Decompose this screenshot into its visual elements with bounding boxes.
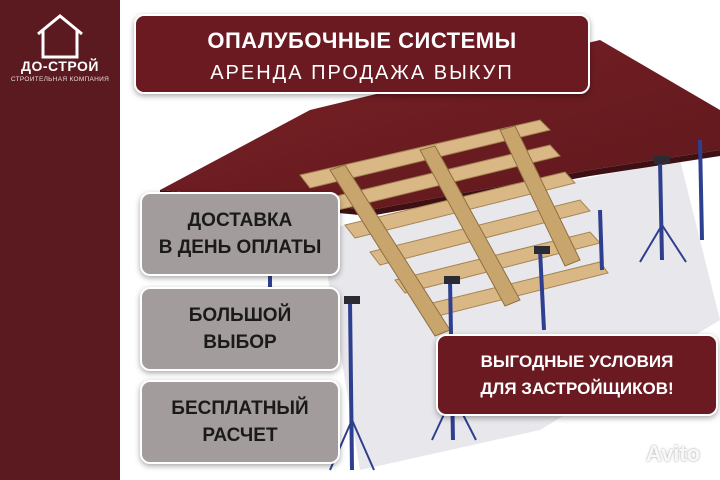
watermark-text: Avito [646,441,701,466]
brand-name: ДО-СТРОЙ [21,58,99,74]
feature-free-calculation: БЕСПЛАТНЫЙ РАСЧЕТ [140,380,340,464]
brand-tagline: СТРОИТЕЛЬНАЯ КОМПАНИЯ [10,76,110,83]
feature-line: В ДЕНЬ ОПЛАТЫ [158,237,322,258]
feature-selection: БОЛЬШОЙ ВЫБОР [140,287,340,371]
promo-line: ВЫГОДНЫЕ УСЛОВИЯ [480,352,674,371]
feature-delivery: ДОСТАВКА В ДЕНЬ ОПЛАТЫ [140,192,340,276]
headline-subtitle: АРЕНДА ПРОДАЖА ВЫКУП [210,62,514,84]
headline-title: ОПАЛУБОЧНЫЕ СИСТЕМЫ [207,28,517,53]
feature-line: ВЫБОР [203,332,277,353]
cross-beams [329,125,581,337]
feature-line: БОЛЬШОЙ [188,305,292,326]
feature-line: РАСЧЕТ [202,425,278,446]
feature-line: БЕСПЛАТНЫЙ [171,398,309,419]
prop-heads [344,156,670,304]
feature-line: ДОСТАВКА [187,210,293,231]
brand-sidebar: ДО-СТРОЙ СТРОИТЕЛЬНАЯ КОМПАНИЯ [0,0,120,480]
ground-shadow [320,160,720,470]
avito-dots-icon [619,443,639,464]
headline-banner: ОПАЛУБОЧНЫЕ СИСТЕМЫ АРЕНДА ПРОДАЖА ВЫКУП [134,14,590,94]
promo-panel: ВЫГОДНЫЕ УСЛОВИЯ ДЛЯ ЗАСТРОЙЩИКОВ! [436,334,718,416]
promo-line: ДЛЯ ЗАСТРОЙЩИКОВ! [480,379,674,398]
avito-watermark: Avito [616,440,700,468]
house-logo-icon [37,14,83,59]
